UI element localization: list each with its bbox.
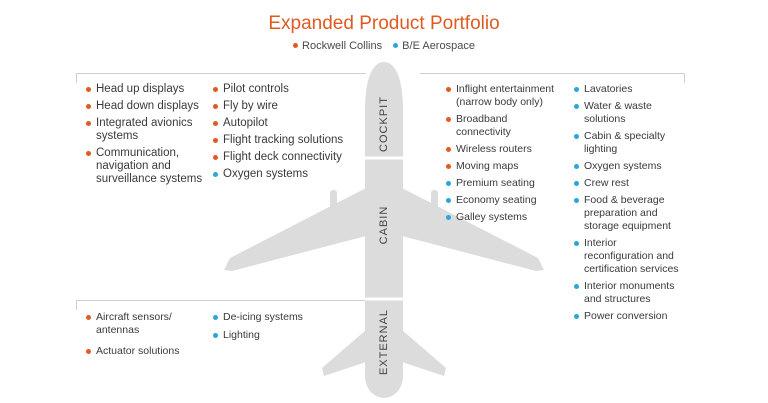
legend-item-rockwell-collins: Rockwell Collins bbox=[293, 40, 382, 52]
rockwell-bullet-icon bbox=[86, 121, 91, 126]
legend-label: B/E Aerospace bbox=[402, 40, 475, 52]
cockpit-bracket-left bbox=[76, 73, 77, 83]
be-bullet-icon bbox=[574, 284, 579, 289]
be-bullet-icon bbox=[574, 314, 579, 319]
list-item: Autopilot bbox=[213, 117, 353, 130]
external-list-1: Aircraft sensors/ antennas Actuator solu… bbox=[86, 311, 196, 362]
rockwell-bullet-icon bbox=[446, 117, 451, 122]
list-item: Lavatories bbox=[574, 83, 684, 96]
rockwell-bullet-icon bbox=[213, 138, 218, 143]
be-bullet-icon bbox=[574, 134, 579, 139]
rockwell-bullet-icon bbox=[213, 155, 218, 160]
list-item: Power conversion bbox=[574, 310, 684, 323]
list-item: Pilot controls bbox=[213, 83, 353, 96]
rockwell-bullet-icon bbox=[446, 87, 451, 92]
rockwell-bullet-icon bbox=[86, 315, 91, 320]
cabin-bracket bbox=[420, 73, 684, 74]
external-bracket-left bbox=[76, 300, 77, 310]
be-bullet-icon bbox=[574, 87, 579, 92]
list-item: Integrated avionics systems bbox=[86, 117, 204, 143]
rockwell-bullet-icon bbox=[446, 147, 451, 152]
be-bullet-icon bbox=[446, 215, 451, 220]
list-item: Head down displays bbox=[86, 100, 204, 113]
orange-dot-icon bbox=[293, 42, 299, 48]
legend: Rockwell Collins B/E Aerospace bbox=[0, 40, 768, 52]
be-bullet-icon bbox=[574, 104, 579, 109]
list-item: De-icing systems bbox=[213, 311, 343, 324]
be-bullet-icon bbox=[213, 333, 218, 338]
rockwell-bullet-icon bbox=[86, 151, 91, 156]
be-bullet-icon bbox=[446, 181, 451, 186]
legend-label: Rockwell Collins bbox=[302, 40, 383, 52]
list-item: Water & waste solutions bbox=[574, 100, 684, 126]
list-item: Aircraft sensors/ antennas bbox=[86, 311, 196, 337]
rockwell-bullet-icon bbox=[213, 121, 218, 126]
list-item: Oxygen systems bbox=[213, 168, 353, 181]
blue-dot-icon bbox=[393, 42, 399, 48]
list-item: Flight deck connectivity bbox=[213, 151, 353, 164]
list-item: Interior reconfiguration and certificati… bbox=[574, 237, 684, 276]
list-item: Crew rest bbox=[574, 177, 684, 190]
be-bullet-icon bbox=[574, 198, 579, 203]
list-item: Lighting bbox=[213, 329, 343, 342]
list-item: Actuator solutions bbox=[86, 345, 196, 358]
list-item: Inflight entertainment (narrow body only… bbox=[446, 83, 564, 109]
rockwell-bullet-icon bbox=[86, 87, 91, 92]
cockpit-bracket bbox=[76, 73, 366, 74]
list-item: Flight tracking solutions bbox=[213, 134, 353, 147]
legend-item-be-aerospace: B/E Aerospace bbox=[393, 40, 475, 52]
cabin-list-1: Inflight entertainment (narrow body only… bbox=[446, 83, 564, 228]
cabin-bracket-right bbox=[684, 73, 685, 83]
rockwell-bullet-icon bbox=[213, 87, 218, 92]
list-item: Interior monuments and structures bbox=[574, 280, 684, 306]
list-item: Moving maps bbox=[446, 160, 564, 173]
rockwell-bullet-icon bbox=[213, 104, 218, 109]
segment-label-cockpit: COCKPIT bbox=[378, 96, 390, 152]
external-list-2: De-icing systems Lighting bbox=[213, 311, 343, 346]
list-item: Broadband connectivity bbox=[446, 113, 564, 139]
be-bullet-icon bbox=[574, 241, 579, 246]
be-bullet-icon bbox=[213, 172, 218, 177]
cockpit-list-1: Head up displays Head down displays Inte… bbox=[86, 83, 204, 190]
list-item: Fly by wire bbox=[213, 100, 353, 113]
list-item: Oxygen systems bbox=[574, 160, 684, 173]
diagram-title: Expanded Product Portfolio bbox=[268, 13, 500, 34]
external-bracket bbox=[76, 300, 366, 301]
list-item: Galley systems bbox=[446, 211, 564, 224]
rockwell-bullet-icon bbox=[86, 349, 91, 354]
cabin-list-2: Lavatories Water & waste solutions Cabin… bbox=[574, 83, 684, 327]
list-item: Premium seating bbox=[446, 177, 564, 190]
list-item: Economy seating bbox=[446, 194, 564, 207]
list-item: Communication, navigation and surveillan… bbox=[86, 147, 204, 186]
be-bullet-icon bbox=[213, 315, 218, 320]
rockwell-bullet-icon bbox=[446, 164, 451, 169]
list-item: Cabin & specialty lighting bbox=[574, 130, 684, 156]
list-item: Wireless routers bbox=[446, 143, 564, 156]
rockwell-bullet-icon bbox=[86, 104, 91, 109]
cockpit-list-2: Pilot controls Fly by wire Autopilot Fli… bbox=[213, 83, 353, 185]
segment-label-external: EXTERNAL bbox=[378, 308, 390, 376]
be-bullet-icon bbox=[446, 198, 451, 203]
be-bullet-icon bbox=[574, 181, 579, 186]
be-bullet-icon bbox=[574, 164, 579, 169]
segment-label-cabin: CABIN bbox=[378, 205, 390, 245]
list-item: Food & beverage preparation and storage … bbox=[574, 194, 684, 233]
list-item: Head up displays bbox=[86, 83, 204, 96]
